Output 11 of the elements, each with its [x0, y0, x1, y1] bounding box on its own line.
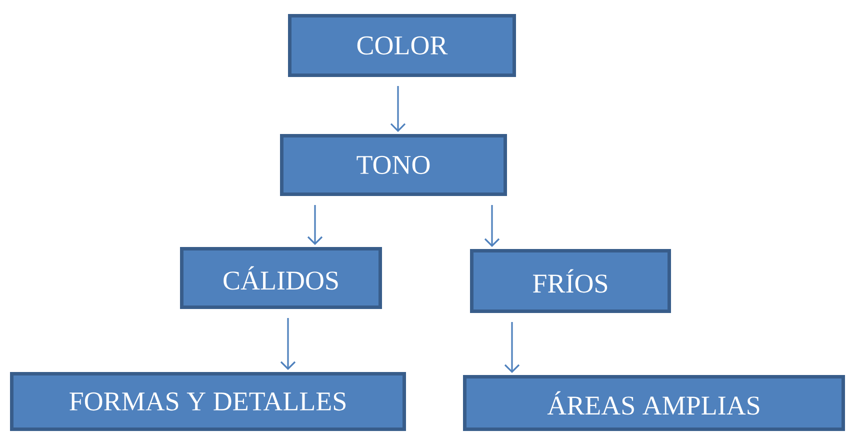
- arrow: [504, 322, 520, 373]
- process-box: FORMAS Y DETALLES: [10, 372, 406, 431]
- process-box: CÁLIDOS: [180, 247, 382, 309]
- arrow: [280, 318, 296, 370]
- arrow: [307, 205, 323, 245]
- process-box: TONO: [280, 134, 507, 196]
- process-box: FRÍOS: [470, 249, 671, 313]
- process-box: ÁREAS AMPLIAS: [463, 375, 845, 431]
- arrow: [484, 205, 500, 247]
- process-box: COLOR: [288, 14, 516, 77]
- arrow: [390, 86, 406, 132]
